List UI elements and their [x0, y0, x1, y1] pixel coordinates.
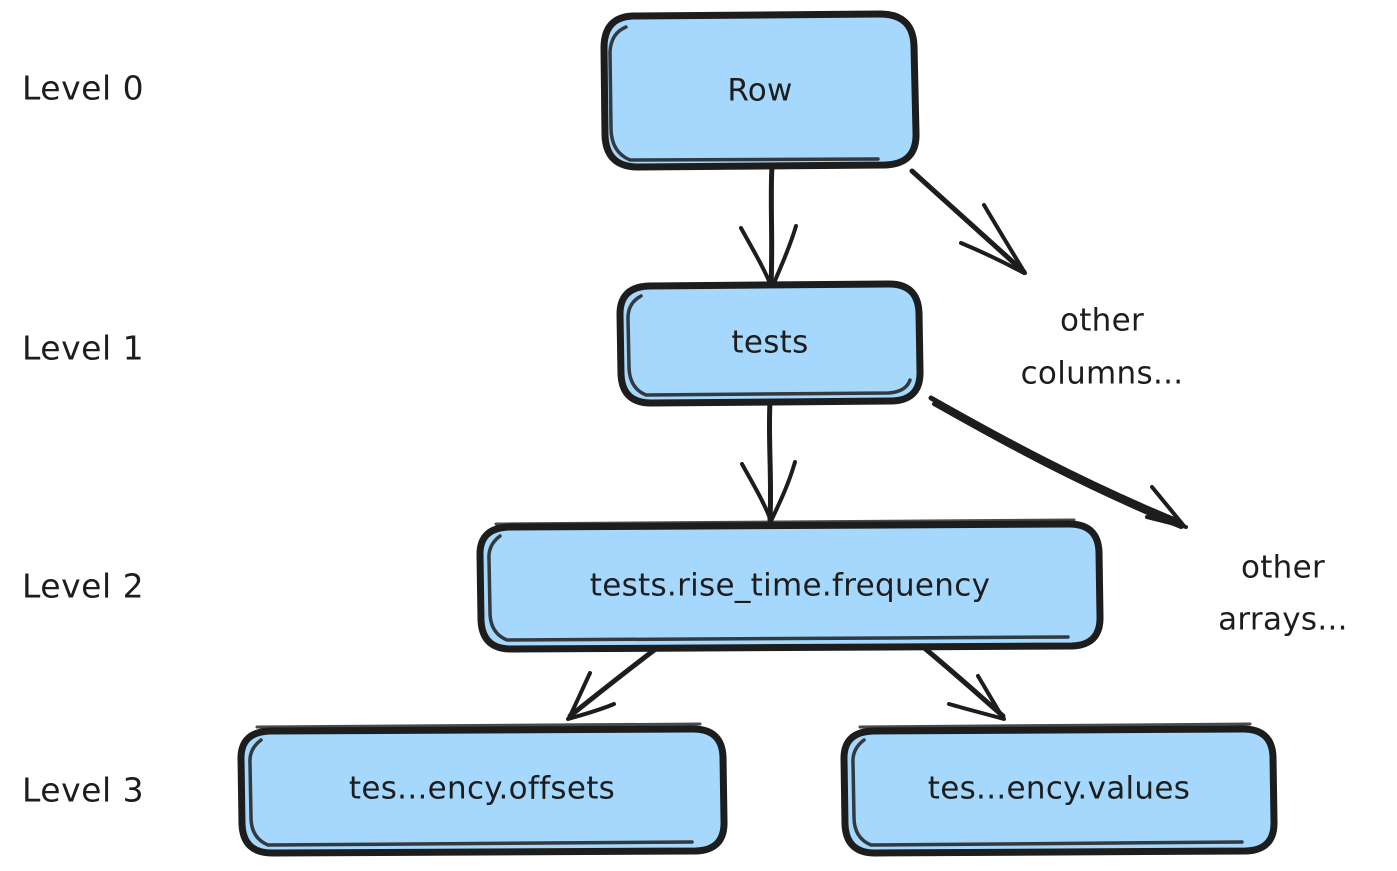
node-tests[interactable]: tests: [616, 280, 924, 407]
level-label-3: Level 3: [22, 771, 144, 810]
edge-tests-to-other-arrays: [928, 395, 1188, 529]
edge-row-to-tests: [739, 163, 798, 290]
node-row[interactable]: Row: [600, 10, 920, 171]
annotation-other-arrays-line2: arrays...: [1218, 602, 1348, 638]
node-values[interactable]: tes...ency.values: [840, 722, 1278, 857]
node-frequency[interactable]: tests.rise_time.frequency: [476, 518, 1104, 653]
node-label-tests: tests: [731, 325, 808, 361]
edge-frequency-to-offsets: [566, 642, 664, 721]
node-offsets[interactable]: tes...ency.offsets: [237, 722, 728, 857]
level-label-0: Level 0: [22, 69, 144, 108]
node-label-frequency: tests.rise_time.frequency: [590, 568, 991, 604]
annotation-other-columns-line1: other: [1060, 303, 1144, 339]
annotation-other-arrays-line1: other: [1241, 550, 1325, 586]
node-label-row: Row: [727, 73, 792, 109]
level-label-1: Level 1: [22, 329, 144, 368]
edge-tests-to-frequency: [740, 399, 797, 523]
edge-row-to-other-columns: [909, 168, 1027, 275]
annotation-other-arrays: other arrays...: [1218, 550, 1348, 638]
annotation-other-columns-line2: columns...: [1021, 356, 1184, 392]
annotation-other-columns: other columns...: [1021, 303, 1184, 392]
node-label-offsets: tes...ency.offsets: [349, 771, 615, 807]
level-label-2: Level 2: [22, 567, 144, 606]
node-label-values: tes...ency.values: [928, 771, 1190, 807]
